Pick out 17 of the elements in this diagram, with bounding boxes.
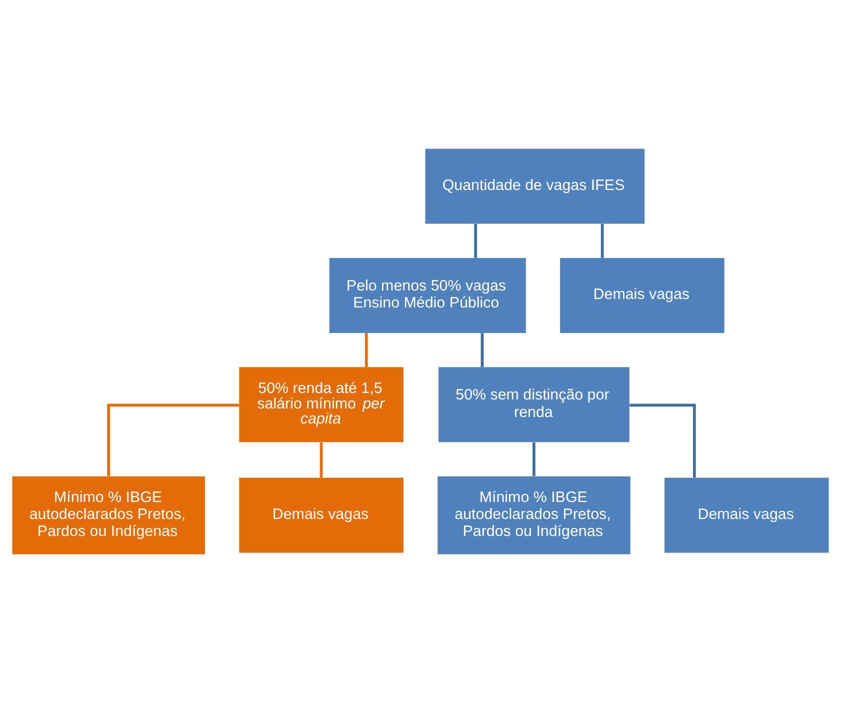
node-box: 50% renda até 1,5 salário mínimo per capita (239, 366, 404, 442)
node-box: Quantidade de vagas IFES (425, 148, 645, 224)
connector (320, 442, 323, 478)
connector (480, 332, 484, 367)
node-box: Mínimo % IBGE autodeclarados Pretos, Pardos ou Indígenas (438, 476, 630, 554)
node-box: Demais vagas (560, 257, 724, 332)
node-box: Mínimo % IBGE autodeclarados Pretos, Pardos ou Indígenas (12, 476, 205, 554)
node-box: Demais vagas (239, 477, 404, 552)
connector (364, 332, 368, 367)
connector (107, 403, 240, 476)
connector (474, 223, 477, 258)
connector (600, 223, 604, 258)
node-box: Pelo menos 50% vagas Ensino Médio Público (329, 257, 526, 332)
connector (532, 442, 536, 476)
connector (630, 403, 696, 478)
node-box: 50% sem distinção por renda (438, 366, 630, 442)
node-box: Demais vagas (664, 477, 829, 552)
